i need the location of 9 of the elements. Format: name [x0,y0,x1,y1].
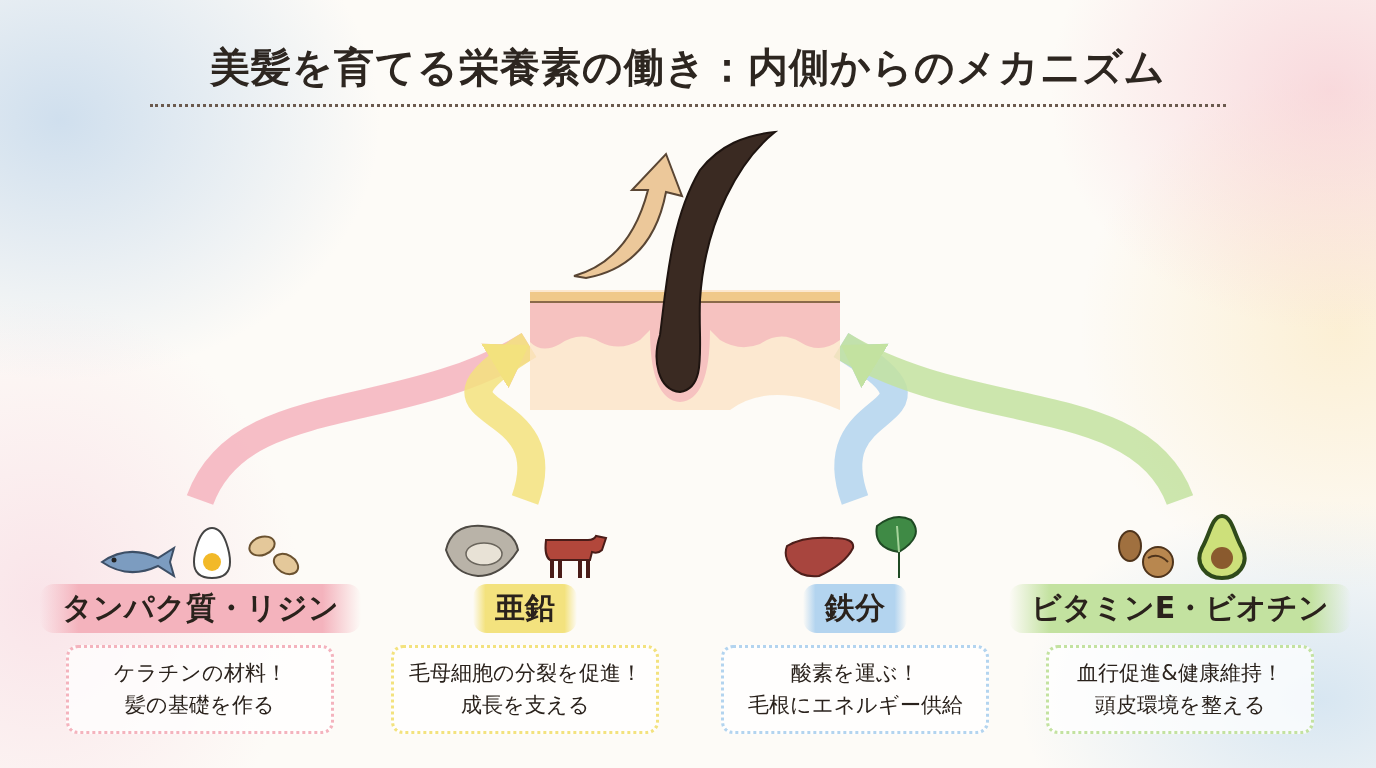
description-box: ケラチンの材料！髪の基礎を作る [66,645,334,734]
nutrient-heading: ビタミンE・ビオチン [1008,584,1352,633]
description-box: 毛母細胞の分裂を促進！成長を支える [391,645,659,734]
nutrient-heading: タンパク質・リジン [39,584,361,633]
nutrient-heading: 鉄分 [803,584,907,633]
title: 美髪を育てる栄養素の働き：内側からのメカニズム [210,43,1166,92]
description-box: 酸素を運ぶ！毛根にエネルギー供給 [721,645,989,734]
nutrient-heading: 亜鉛 [473,584,577,633]
description-box: 血行促進&健康維持！頭皮環境を整える [1046,645,1314,734]
